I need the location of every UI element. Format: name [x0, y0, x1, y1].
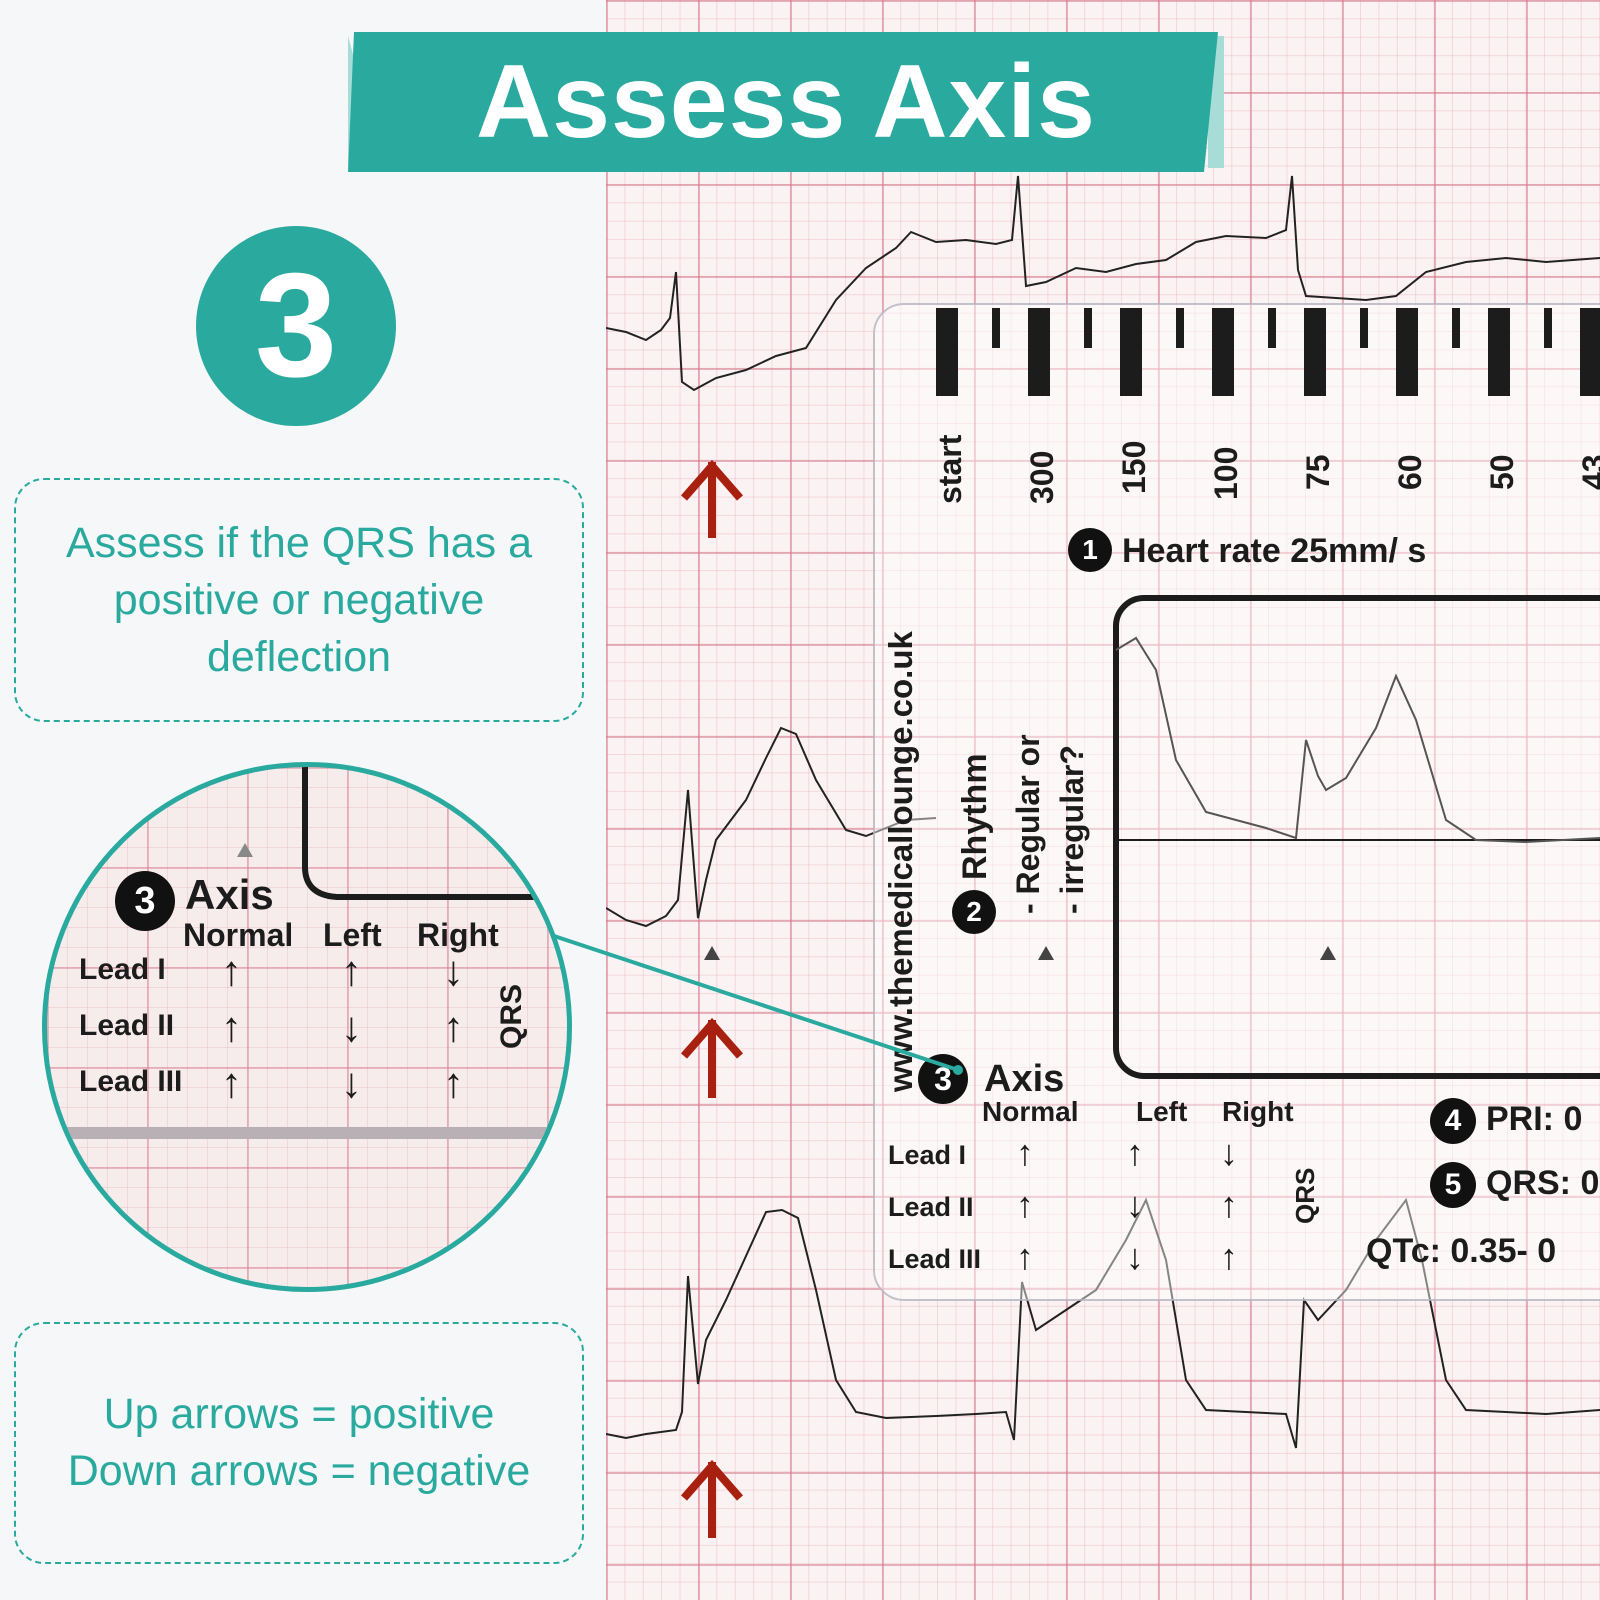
axis-arrow-r2-left: ↓: [1126, 1184, 1144, 1225]
ruler-ticks: [936, 308, 1600, 396]
zoom-frame: [47, 767, 567, 1139]
zoom-arrow-r1-left: ↑: [341, 947, 362, 994]
axis-arrow-r1-left: ↑: [1126, 1132, 1144, 1173]
scale-label-43: 43: [1576, 454, 1600, 490]
zoom-row-lead-2: Lead II: [79, 1009, 175, 1042]
zoom-arrow-r2-normal: ↑: [221, 1003, 242, 1050]
info-line-3: deflection: [206, 632, 392, 681]
axis-side-label: QRS: [1290, 1167, 1320, 1224]
scale-label-150: 150: [1116, 440, 1152, 494]
axis-col-normal: Normal: [982, 1096, 1079, 1127]
ecg-trace-2: [606, 726, 937, 928]
axis-arrow-r3-left: ↓: [1126, 1236, 1144, 1277]
zoom-arrow-r2-left: ↓: [341, 1003, 362, 1050]
zoom-arrow-r1-right: ↓: [443, 947, 464, 994]
website-label: www.themedicallounge.co.uk: [882, 631, 919, 1092]
zoom-row-lead-3: Lead III: [79, 1065, 183, 1098]
step-number-badge: 3: [196, 226, 396, 426]
axis-arrow-r2-right: ↑: [1220, 1184, 1238, 1225]
zoom-badge-axis: 3: [115, 871, 175, 931]
ecg-trace-2b: [1115, 636, 1600, 844]
axis-row-lead-1: Lead I: [888, 1140, 967, 1170]
axis-arrow-r2-normal: ↑: [1016, 1184, 1034, 1225]
zoom-col-left: Left: [323, 917, 382, 953]
axis-arrow-r3-normal: ↑: [1016, 1236, 1034, 1277]
info-box-qrs-deflection: Assess if the QRS has a positive or nega…: [14, 478, 584, 722]
marker-arrows: [680, 459, 744, 1538]
info-box-arrow-legend: Up arrows = positive Down arrows = negat…: [14, 1322, 584, 1564]
zoom-arrow-r3-right: ↑: [443, 1059, 464, 1106]
rhythm-label: Rhythm: [956, 753, 994, 880]
zoom-col-right: Right: [417, 917, 499, 953]
banner-shape: [348, 32, 1224, 172]
legend-line-1: Up arrows = positive: [103, 1390, 495, 1438]
badge-axis: 3: [918, 1054, 968, 1104]
axis-row-lead-3: Lead III: [888, 1244, 982, 1274]
axis-arrow-r1-normal: ↑: [1016, 1132, 1034, 1173]
legend-line-2: Down arrows = negative: [67, 1447, 531, 1495]
badge-qrs: 5: [1430, 1162, 1476, 1208]
heart-rate-label: Heart rate 25mm/ s: [1122, 532, 1427, 570]
scale-label-300: 300: [1024, 450, 1060, 504]
ecg-trace-3: [606, 1197, 1600, 1449]
qtc-label: QTc: 0.35- 0: [1366, 1232, 1557, 1270]
badge-pri: 4: [1430, 1098, 1476, 1144]
zoom-arrow-r3-normal: ↑: [221, 1059, 242, 1106]
info-line-2: positive or negative: [113, 575, 485, 624]
axis-arrow-r3-right: ↑: [1220, 1236, 1238, 1277]
rhythm-line-1: - Regular or: [1010, 734, 1046, 914]
scale-label-60: 60: [1392, 454, 1428, 490]
scale-label-75: 75: [1300, 454, 1336, 490]
zoom-arrow-r1-normal: ↑: [221, 947, 242, 994]
scale-label-100: 100: [1208, 446, 1244, 500]
axis-col-left: Left: [1136, 1096, 1188, 1127]
pri-label: PRI: 0: [1486, 1100, 1583, 1138]
zoom-row-lead-1: Lead I: [79, 953, 166, 986]
ecg-trace-1: [606, 175, 1600, 392]
badge-rhythm: 2: [952, 890, 996, 934]
axis-arrow-r1-right: ↓: [1220, 1132, 1238, 1173]
rhythm-line-2: - irregular?: [1054, 745, 1090, 914]
axis-col-right: Right: [1222, 1096, 1294, 1127]
info-line-1: Assess if the QRS has a: [65, 518, 533, 567]
zoom-axis-title: Axis: [185, 871, 274, 918]
scale-label-start: start: [932, 434, 968, 504]
rhythm-box: [1113, 595, 1600, 1079]
ecg-photo: start 300 150 100 75 60 50 43 www.themed…: [606, 0, 1600, 1600]
zoom-arrow-r2-right: ↑: [443, 1003, 464, 1050]
axis-title: Axis: [984, 1058, 1065, 1100]
ruler-card: [873, 303, 1600, 1301]
qrs-label: QRS: 0: [1486, 1164, 1600, 1202]
zoom-side-label: QRS: [495, 983, 528, 1049]
axis-row-lead-2: Lead II: [888, 1192, 974, 1222]
scale-label-50: 50: [1484, 454, 1520, 490]
badge-heart-rate: 1: [1068, 528, 1112, 572]
zoom-magnifier: 3 Axis Normal Left Right Lead I Lead II …: [42, 762, 572, 1292]
ecg-traces: [606, 175, 1600, 1538]
banner-title: Assess Axis: [475, 43, 1097, 160]
zoom-col-normal: Normal: [183, 917, 294, 953]
zoom-arrow-r3-left: ↓: [341, 1059, 362, 1106]
